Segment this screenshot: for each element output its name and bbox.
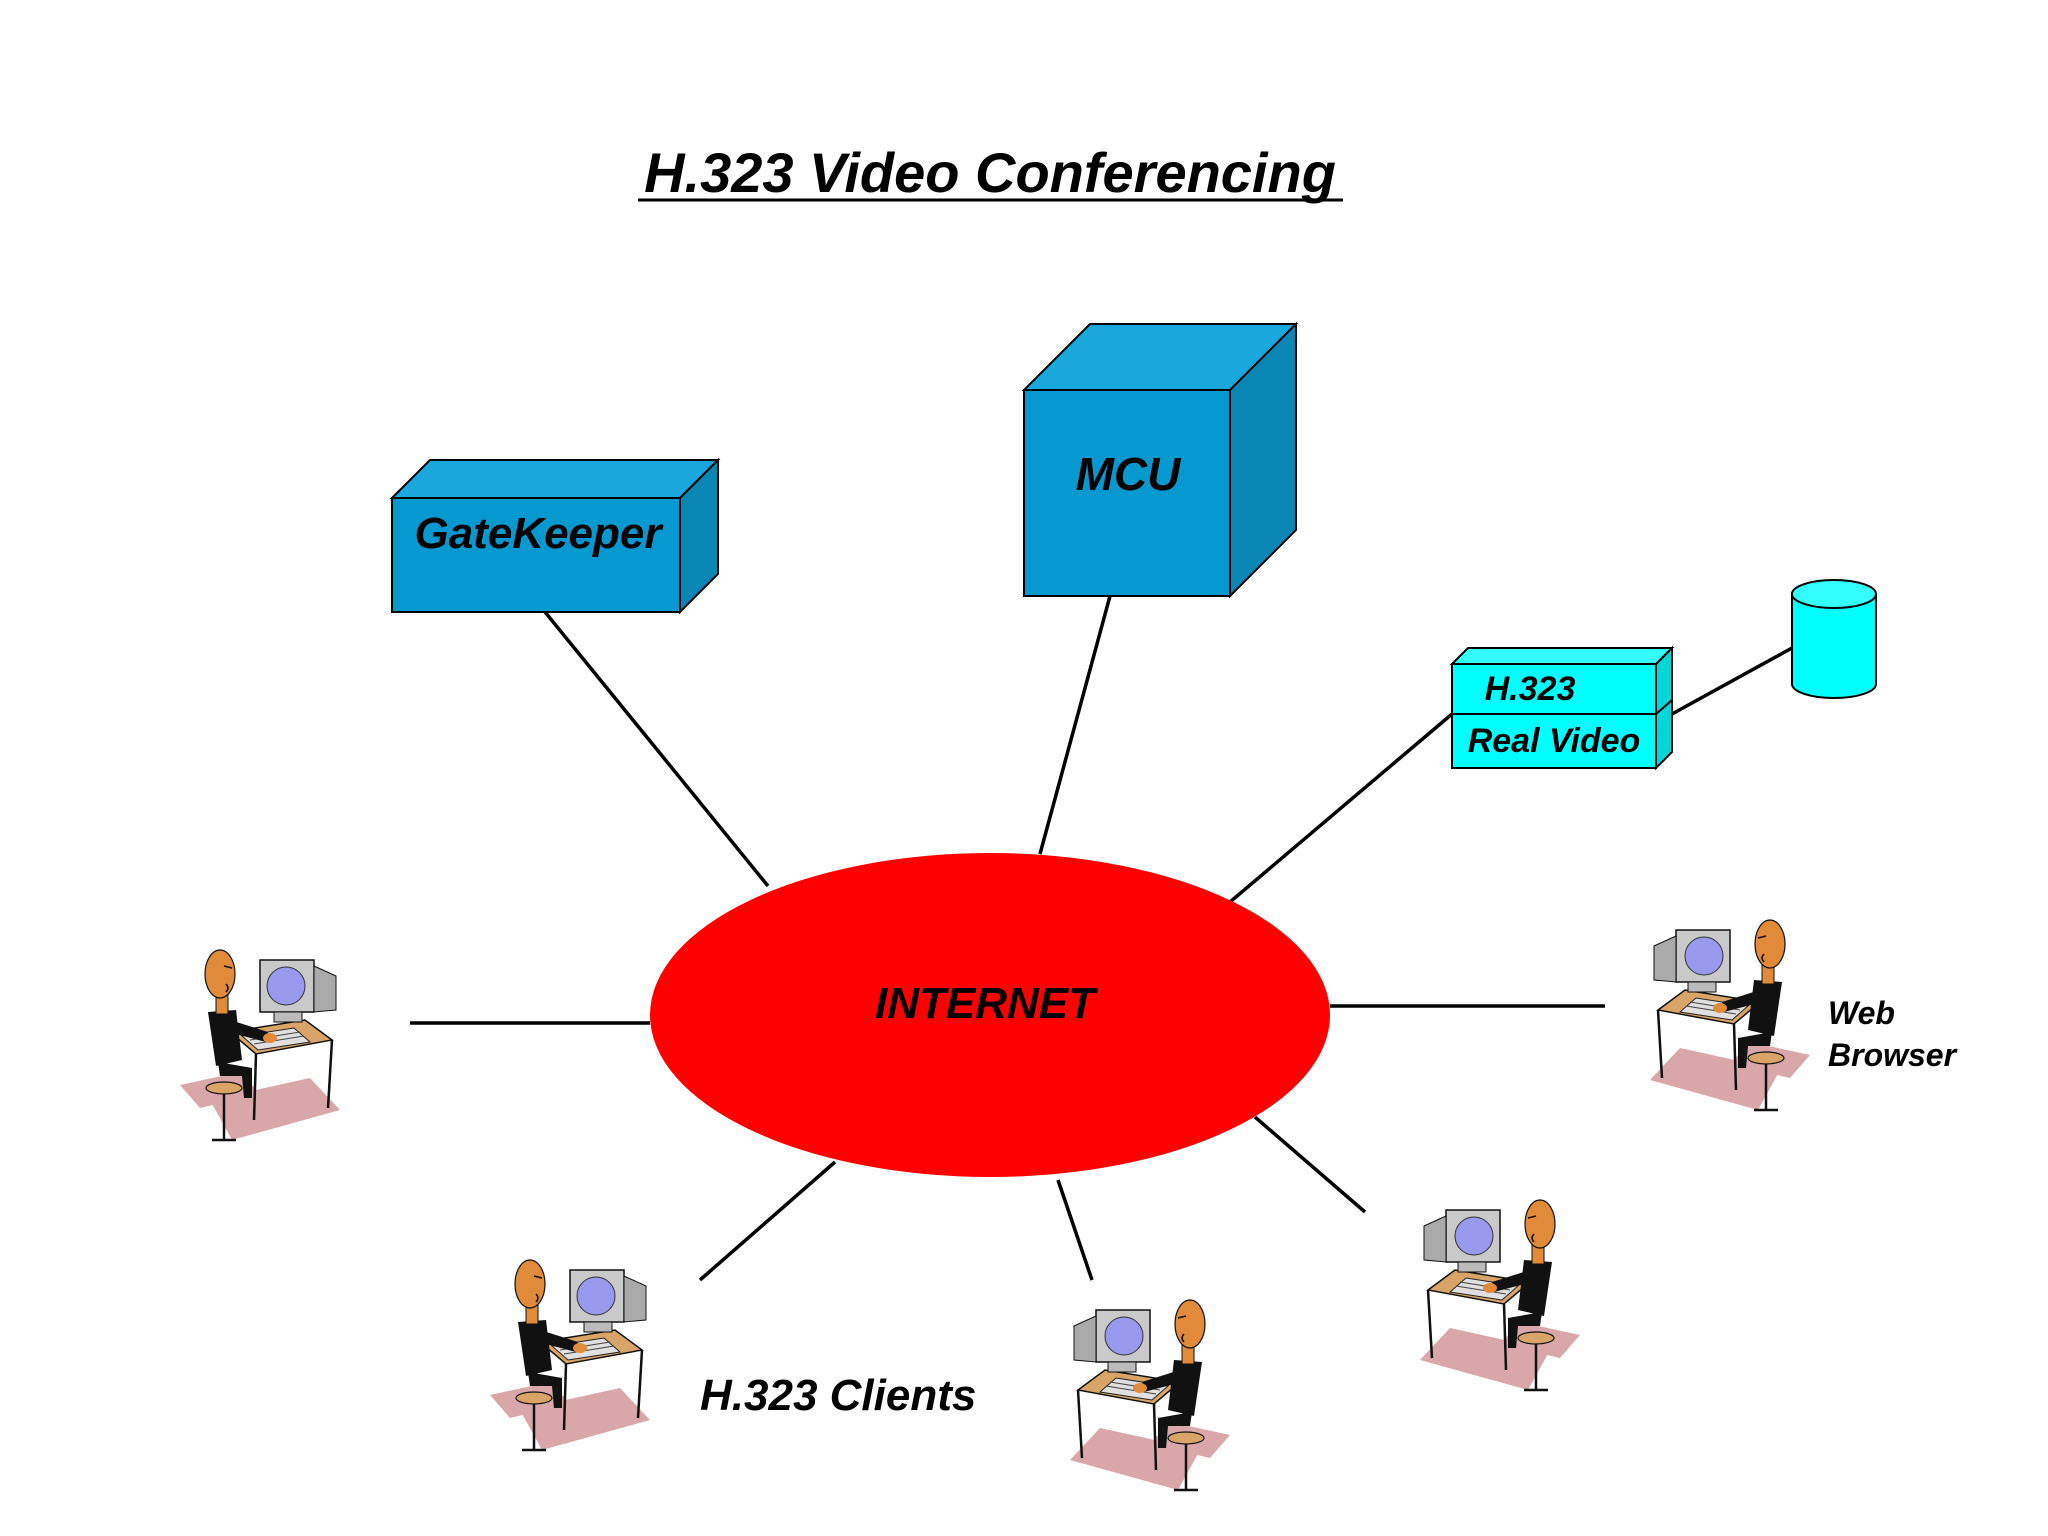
web-browser-label-line1: Web — [1828, 995, 1895, 1031]
mcu-node: MCU — [1021, 321, 1299, 599]
server-label-top: H.323 — [1485, 670, 1576, 708]
real-video-server-node: H.323 Real Video — [1449, 645, 1675, 771]
client-left — [178, 948, 342, 1142]
gatekeeper-front-face — [391, 497, 681, 613]
client-bottom-right — [1418, 1198, 1582, 1392]
server-label-bottom: Real Video — [1468, 722, 1641, 760]
link-bottom-center-client — [1056, 1179, 1094, 1281]
link-bottom-right-client — [1253, 1115, 1367, 1214]
server-side-divider — [1655, 699, 1673, 715]
clients-caption: H.323 Clients — [700, 1371, 976, 1420]
mcu-front-face — [1023, 389, 1231, 597]
database-cylinder-icon — [1791, 579, 1877, 699]
internet-ellipse — [650, 853, 1330, 1177]
internet-label: INTERNET — [875, 979, 1098, 1028]
client-web-browser — [1648, 918, 1812, 1112]
link-real-video — [1228, 712, 1454, 904]
page-title: H.323 Video Conferencing — [644, 141, 1336, 204]
link-bottom-left-client — [698, 1160, 837, 1282]
gatekeeper-label: GateKeeper — [414, 509, 664, 558]
link-mcu — [1038, 595, 1112, 855]
web-browser-label-line2: Browser — [1828, 1037, 1958, 1073]
internet-node: INTERNET — [650, 853, 1330, 1177]
server-top-face — [1449, 647, 1675, 665]
client-bottom-left — [488, 1258, 652, 1452]
gatekeeper-top-face — [389, 459, 721, 499]
link-gatekeeper — [543, 610, 770, 888]
connection-lines — [410, 595, 1793, 1282]
server-front-face — [1451, 663, 1657, 769]
client-bottom-center — [1068, 1298, 1232, 1492]
link-database — [1671, 646, 1793, 716]
gatekeeper-node: GateKeeper — [389, 457, 721, 615]
mcu-label: MCU — [1076, 448, 1183, 500]
